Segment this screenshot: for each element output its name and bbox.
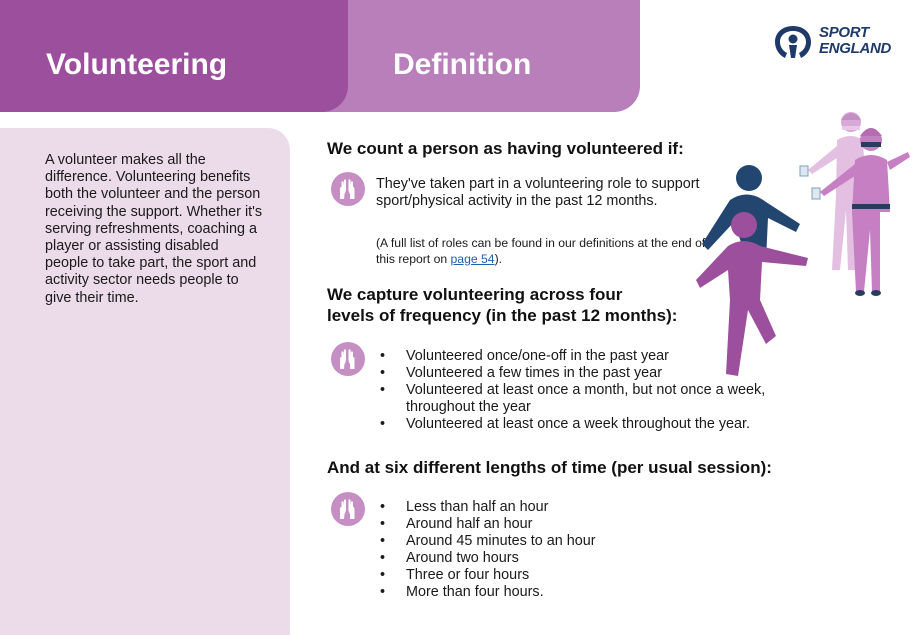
list-item: More than four hours.	[380, 584, 806, 601]
list-item: Around 45 minutes to an hour	[380, 533, 806, 550]
list-item: Three or four hours	[380, 567, 806, 584]
raised-hands-icon	[331, 492, 365, 526]
page-54-link[interactable]: page 54	[450, 251, 495, 266]
list-item: Volunteered at least once a week through…	[380, 416, 826, 433]
sport-england-emblem-icon	[775, 26, 811, 58]
definition-title: Definition	[393, 48, 532, 81]
list-item: Volunteered once/one-off in the past yea…	[380, 348, 826, 365]
volunteering-tab: Volunteering	[0, 0, 348, 112]
runner-figure-purple-icon	[696, 212, 808, 376]
sidebar-text: A volunteer makes all the difference. Vo…	[45, 152, 263, 306]
volunteer-figure-pink-icon	[811, 128, 910, 296]
logo-text: SPORT ENGLAND	[819, 24, 892, 57]
raised-hands-icon	[331, 342, 365, 376]
list-item: Volunteered a few times in the past year	[380, 365, 826, 382]
list-item: Around two hours	[380, 550, 806, 567]
frequency-heading: We capture volunteering across four leve…	[327, 285, 678, 325]
definition-tab: Definition	[300, 0, 640, 112]
definition-heading: We count a person as having volunteered …	[327, 139, 684, 158]
definition-note: (A full list of roles can be found in ou…	[376, 236, 706, 266]
definition-text: They've taken part in a volunteering rol…	[376, 176, 700, 209]
list-item: Volunteered at least once a month, but n…	[380, 382, 826, 416]
list-item: Less than half an hour	[380, 499, 806, 516]
duration-heading: And at six different lengths of time (pe…	[327, 458, 772, 477]
volunteers-illustration	[696, 112, 910, 376]
frequency-list: Volunteered once/one-off in the past yea…	[380, 348, 826, 433]
sidebar-panel: A volunteer makes all the difference. Vo…	[0, 128, 290, 635]
list-item: Around half an hour	[380, 516, 806, 533]
raised-hands-icon	[331, 172, 365, 206]
sport-england-logo: SPORT ENGLAND	[772, 22, 902, 62]
volunteering-title: Volunteering	[46, 48, 228, 81]
duration-list: Less than half an hour Around half an ho…	[380, 499, 806, 601]
